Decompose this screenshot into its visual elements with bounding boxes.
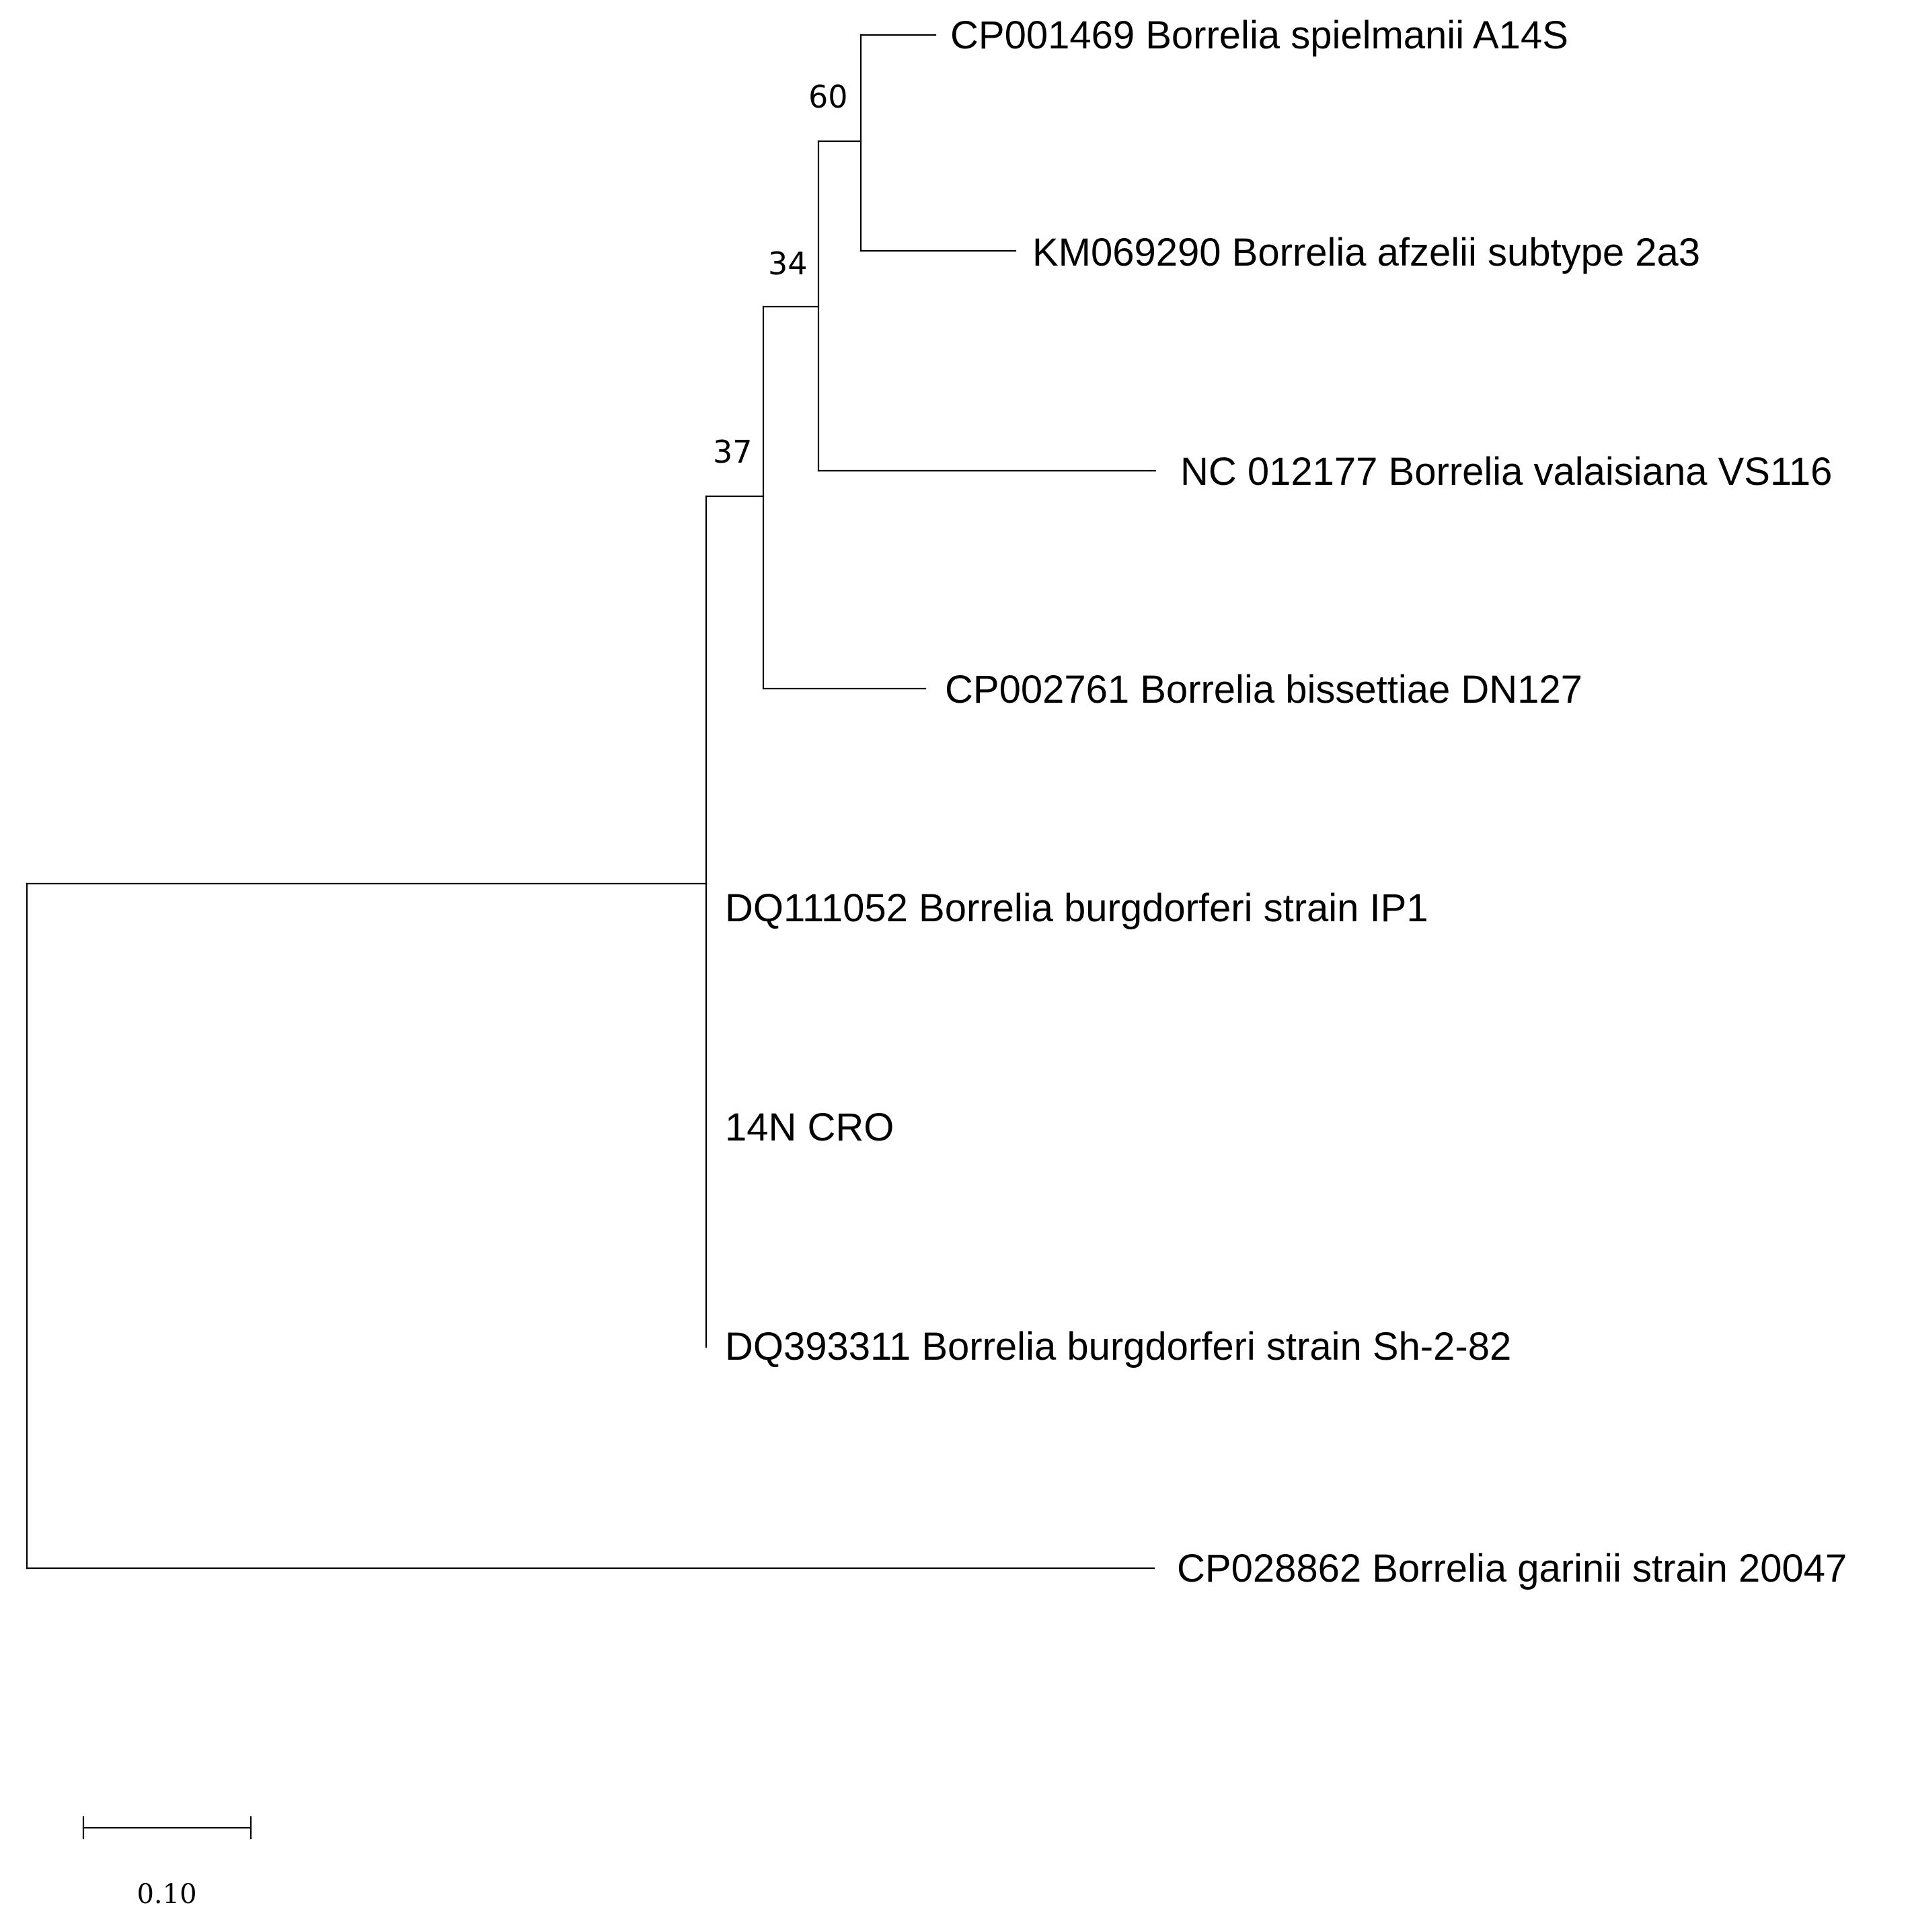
leaf-label-14n-cro: 14N CRO [725,1106,894,1149]
tree-branches [26,34,1157,1570]
leaf-labels: CP001469 Borrelia spielmanii A14S KM0692… [725,13,1847,1590]
support-value-node-37: 37 [713,434,753,470]
leaf-label-garinii: CP028862 Borrelia garinii strain 20047 [1177,1547,1847,1590]
leaf-label-bissettiae: CP002761 Borrelia bissettiae DN127 [945,668,1582,711]
leaf-label-sh-2-82: DQ393311 Borrelia burgdorferi strain Sh-… [725,1325,1511,1368]
leaf-label-afzelii: KM069290 Borrelia afzelii subtype 2a3 [1032,231,1700,274]
support-values: 60 34 37 [713,79,848,470]
scale-bar: 0.10 [82,1816,252,1910]
leaf-label-ip1: DQ111052 Borrelia burgdorferi strain IP1 [725,886,1428,930]
support-value-node-60: 60 [808,79,848,115]
scale-bar-label: 0.10 [137,1879,196,1910]
support-value-node-34: 34 [768,245,808,282]
leaf-label-valaisiana: NC 012177 Borrelia valaisiana VS116 [1180,450,1832,494]
leaf-label-spielmanii: CP001469 Borrelia spielmanii A14S [950,13,1568,57]
